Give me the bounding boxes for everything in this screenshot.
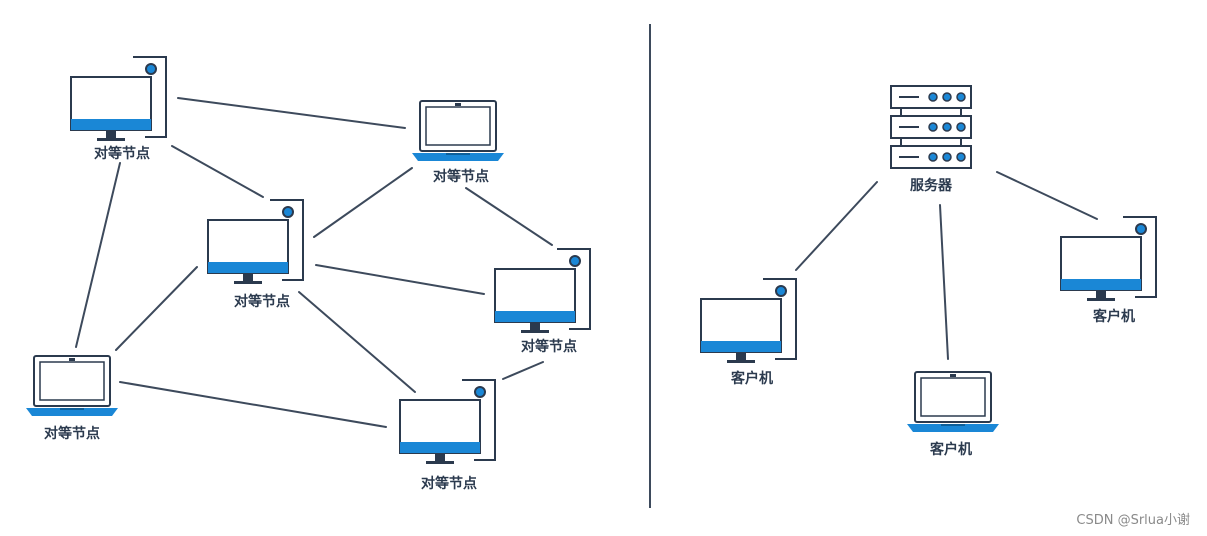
link-p4-p6	[502, 361, 544, 380]
peer-node-1	[70, 56, 167, 142]
peer-node-5-label: 对等节点	[44, 425, 100, 442]
server-node	[890, 85, 972, 169]
link-p3-p4	[315, 264, 485, 295]
client-node-1	[700, 278, 797, 364]
link-p2-p4	[465, 187, 553, 246]
peer-node-4	[494, 248, 591, 334]
link-p2-p3	[313, 167, 413, 238]
link-p1-p3	[171, 145, 264, 198]
client-node-1-label: 客户机	[730, 370, 773, 387]
laptop-icon	[411, 100, 505, 162]
peer-node-6-label: 对等节点	[421, 475, 477, 492]
link-p3-p5	[115, 266, 198, 351]
link-server-c1	[795, 181, 878, 271]
server-label: 服务器	[910, 177, 953, 194]
peer-node-3-label: 对等节点	[234, 293, 290, 310]
peer-node-4-label: 对等节点	[521, 338, 577, 355]
peer-node-3	[207, 199, 304, 285]
desktop-computer-icon	[70, 56, 167, 142]
client-node-3-label: 客户机	[1092, 308, 1135, 325]
client-server-links	[795, 171, 1098, 360]
link-p5-p6	[119, 381, 387, 428]
link-server-c2	[939, 204, 949, 360]
peer-node-2	[411, 100, 505, 162]
link-p1-p2	[177, 97, 406, 129]
link-server-c3	[996, 171, 1098, 220]
desktop-computer-icon	[1060, 216, 1157, 302]
link-p1-p5	[75, 162, 121, 348]
client-node-2-label: 客户机	[929, 441, 972, 458]
laptop-icon	[25, 355, 119, 417]
link-p3-p6	[298, 291, 416, 393]
desktop-computer-icon	[700, 278, 797, 364]
watermark: CSDN @Srlua小谢	[1076, 512, 1190, 528]
desktop-computer-icon	[494, 248, 591, 334]
laptop-icon	[906, 371, 1000, 433]
server-rack-icon	[890, 85, 972, 169]
peer-node-5	[25, 355, 119, 417]
client-node-3	[1060, 216, 1157, 302]
peer-node-1-label: 对等节点	[94, 145, 150, 162]
desktop-computer-icon	[207, 199, 304, 285]
peer-links	[75, 97, 553, 428]
peer-node-2-label: 对等节点	[433, 168, 489, 185]
client-node-2	[906, 371, 1000, 433]
